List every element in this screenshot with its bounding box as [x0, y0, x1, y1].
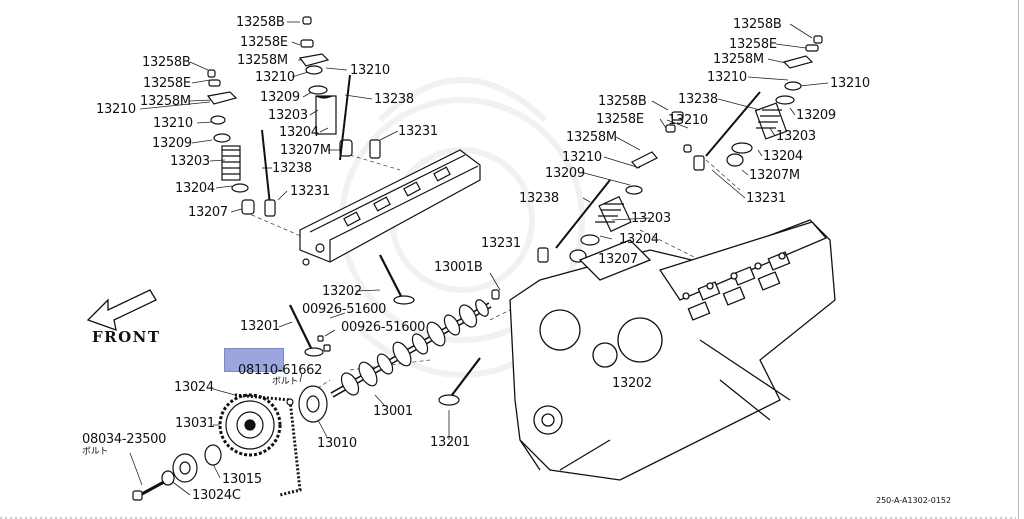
part-label[interactable]: 13204: [763, 149, 803, 164]
part-label[interactable]: 13231: [398, 124, 438, 139]
part-label[interactable]: 13231: [481, 236, 521, 251]
part-label[interactable]: 00926-51600: [302, 302, 387, 317]
part-label[interactable]: 13010: [317, 436, 357, 451]
part-label[interactable]: 13258M: [237, 53, 288, 68]
part-label[interactable]: 13207M: [749, 168, 800, 183]
part-label[interactable]: 13204: [619, 232, 659, 247]
part-label[interactable]: 13202: [612, 376, 652, 391]
part-label[interactable]: 13238: [272, 161, 312, 176]
part-label[interactable]: 13203: [776, 129, 816, 144]
part-label[interactable]: 13207: [188, 205, 228, 220]
part-label[interactable]: 13001B: [434, 260, 483, 275]
part-label[interactable]: 13024C: [192, 488, 241, 503]
part-label[interactable]: 13210: [255, 70, 295, 85]
part-label[interactable]: 13258B: [142, 55, 191, 70]
part-label[interactable]: 13210: [562, 150, 602, 165]
engine-block: [509, 219, 836, 481]
part-label[interactable]: 13258E: [596, 112, 644, 127]
part-label[interactable]: 13210: [96, 102, 136, 117]
part-label[interactable]: 13203: [170, 154, 210, 169]
part-label[interactable]: 13258B: [236, 15, 285, 30]
front-label: FRONT: [92, 328, 161, 346]
diagram-ref-code: 250-A-A1302-0152: [876, 496, 952, 505]
part-label[interactable]: 13204: [279, 125, 319, 140]
part-label[interactable]: 13207: [598, 252, 638, 267]
part-note: ボルト: [272, 377, 299, 387]
timing-gear-assembly: [132, 385, 328, 501]
part-label[interactable]: 13210: [350, 63, 390, 78]
camshaft: [330, 299, 492, 398]
part-label[interactable]: 13258E: [240, 35, 288, 50]
part-label[interactable]: 13209: [545, 166, 585, 181]
part-label[interactable]: 13203: [631, 211, 671, 226]
part-label[interactable]: 13210: [707, 70, 747, 85]
left-cylinder-head: [299, 149, 481, 266]
front-arrow: [86, 289, 157, 331]
part-label[interactable]: 13031: [175, 416, 215, 431]
right-edge-bar: [1018, 0, 1024, 519]
part-label[interactable]: 13258M: [713, 52, 764, 67]
part-label[interactable]: 13258M: [566, 130, 617, 145]
part-label[interactable]: 13207M: [280, 143, 331, 158]
part-label[interactable]: 13238: [678, 92, 718, 107]
part-label[interactable]: 13024: [174, 380, 214, 395]
part-label[interactable]: 13231: [746, 191, 786, 206]
part-label[interactable]: 13209: [152, 136, 192, 151]
part-label[interactable]: 00926-51600: [341, 320, 426, 335]
part-label[interactable]: 13258B: [598, 94, 647, 109]
part-label[interactable]: 13210: [830, 76, 870, 91]
valves: [289, 254, 611, 406]
part-label[interactable]: 13201: [240, 319, 280, 334]
left-valve-train: [206, 16, 381, 217]
part-label[interactable]: 13258B: [733, 17, 782, 32]
part-note: ボルト: [82, 447, 109, 457]
part-label[interactable]: 13210: [668, 113, 708, 128]
right-valve-train: [537, 35, 823, 263]
part-label[interactable]: 13231: [290, 184, 330, 199]
part-label[interactable]: 13258E: [143, 76, 191, 91]
part-label[interactable]: 13203: [268, 108, 308, 123]
part-label[interactable]: 13209: [796, 108, 836, 123]
part-label[interactable]: 13209: [260, 90, 300, 105]
part-label[interactable]: 13238: [374, 92, 414, 107]
part-label[interactable]: 13204: [175, 181, 215, 196]
part-label[interactable]: 08110-61662: [238, 363, 323, 378]
highlight-box: [224, 348, 284, 372]
leader-lines: [129, 21, 829, 496]
part-label[interactable]: 13001: [373, 404, 413, 419]
part-label[interactable]: 13258M: [140, 94, 191, 109]
part-label[interactable]: 13210: [153, 116, 193, 131]
part-label[interactable]: 08034-23500: [82, 432, 167, 447]
part-label[interactable]: 13202: [322, 284, 362, 299]
part-label[interactable]: 13258E: [729, 37, 777, 52]
part-label[interactable]: 13238: [519, 191, 559, 206]
part-label[interactable]: 13201: [430, 435, 470, 450]
part-label[interactable]: 13015: [222, 472, 262, 487]
